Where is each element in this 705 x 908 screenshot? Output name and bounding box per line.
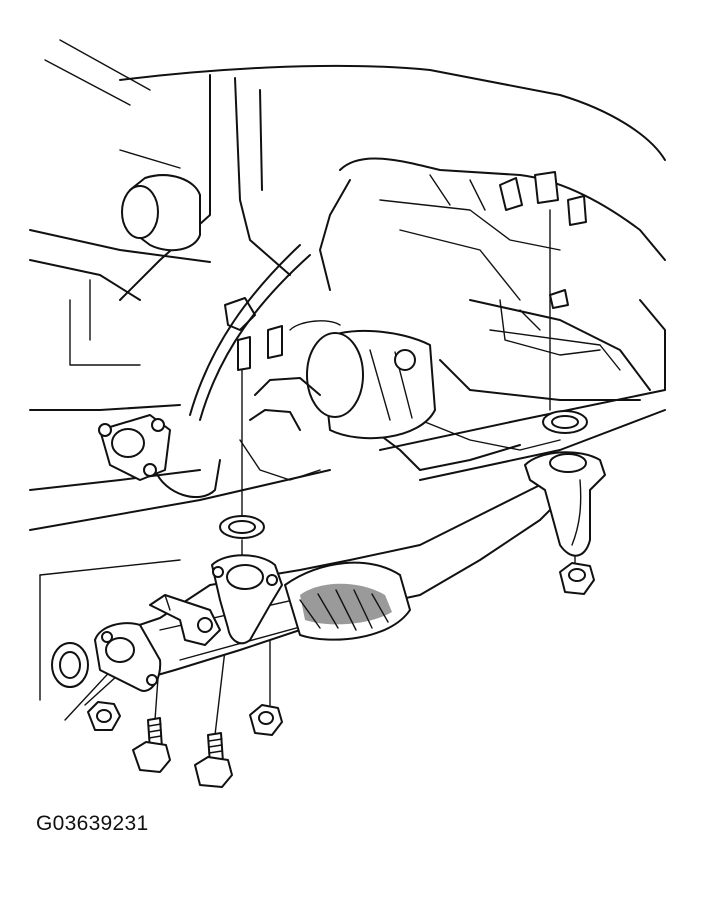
o2-sensor-wire: [154, 244, 311, 499]
underbody-structure: [29, 39, 666, 701]
mid-flange: [211, 554, 283, 645]
gasket-center: [219, 515, 265, 539]
nut-lower-left: [87, 701, 121, 731]
oil-filter: [119, 149, 201, 252]
front-pipe-flange: [94, 622, 162, 692]
nut-right: [559, 562, 595, 595]
center-cylinder-unit: [239, 320, 436, 481]
bolt-left: [132, 717, 171, 773]
bolt-center: [194, 732, 233, 788]
pipe-bracket: [149, 594, 221, 646]
manifold-flange: [98, 414, 171, 481]
gasket-upper-right: [542, 410, 588, 434]
flex-joint: [284, 561, 411, 641]
gasket-lower-left: [51, 642, 89, 688]
figure-code: G03639231: [36, 812, 149, 835]
nut-center: [249, 704, 283, 736]
